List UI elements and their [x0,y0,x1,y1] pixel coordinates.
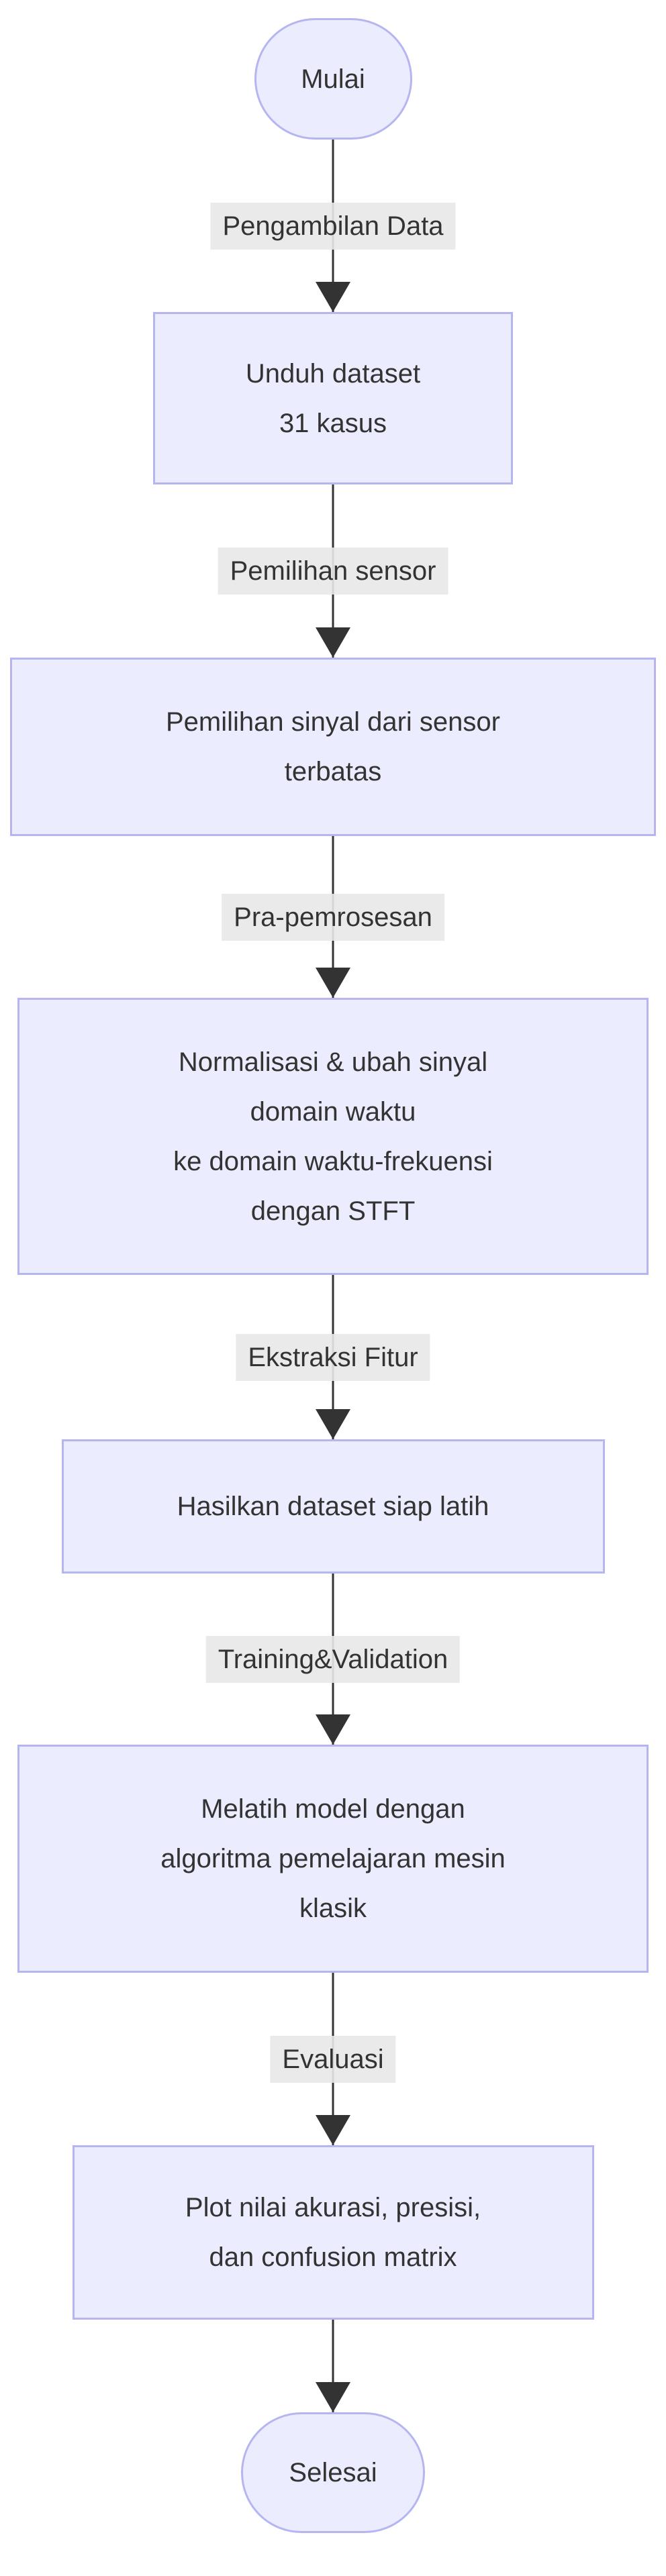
edge-stft-to-dataset: Ekstraksi Fitur [0,1275,666,1439]
edge-sinyal-to-stft: Pra-pemrosesan [0,836,666,998]
arrow-down-icon [316,627,350,658]
edge-label-pengambilan-data: Pengambilan Data [210,202,456,250]
arrow-down-icon [316,2115,350,2145]
edge-label-pemilihan-sensor: Pemilihan sensor [218,548,448,595]
node-normalisasi-stft: Normalisasi & ubah sinyal domain waktu k… [17,998,649,1275]
edge-label-evaluasi: Evaluasi [270,2035,396,2083]
node-pemilihan-sinyal: Pemilihan sinyal dari sensor terbatas [10,658,656,836]
node-hasilkan-dataset: Hasilkan dataset siap latih [61,1439,605,1574]
arrow-down-icon [316,1409,350,1439]
node-selesai: Selesai [241,2412,425,2533]
edge-line [332,2320,334,2412]
arrow-down-icon [316,1714,350,1745]
node-plot-hasil: Plot nilai akurasi, presisi, dan confusi… [72,2145,594,2320]
node-melatih-model: Melatih model dengan algoritma pemelajar… [17,1745,649,1973]
arrow-down-icon [316,282,350,312]
edge-label-ekstraksi-fitur: Ekstraksi Fitur [236,1333,430,1381]
edge-label-pra-pemrosesan: Pra-pemrosesan [222,893,444,941]
edge-dataset-to-latih: Training&Validation [0,1574,666,1745]
edge-mulai-to-unduh: Pengambilan Data [0,140,666,312]
edge-latih-to-plot: Evaluasi [0,1973,666,2145]
arrow-down-icon [316,2382,350,2412]
edge-unduh-to-sinyal: Pemilihan sensor [0,484,666,658]
edge-plot-to-selesai [0,2320,666,2412]
arrow-down-icon [316,968,350,998]
node-mulai: Mulai [254,18,412,140]
edge-label-training-validation: Training&Validation [205,1635,461,1683]
node-unduh-dataset: Unduh dataset 31 kasus [153,312,513,484]
